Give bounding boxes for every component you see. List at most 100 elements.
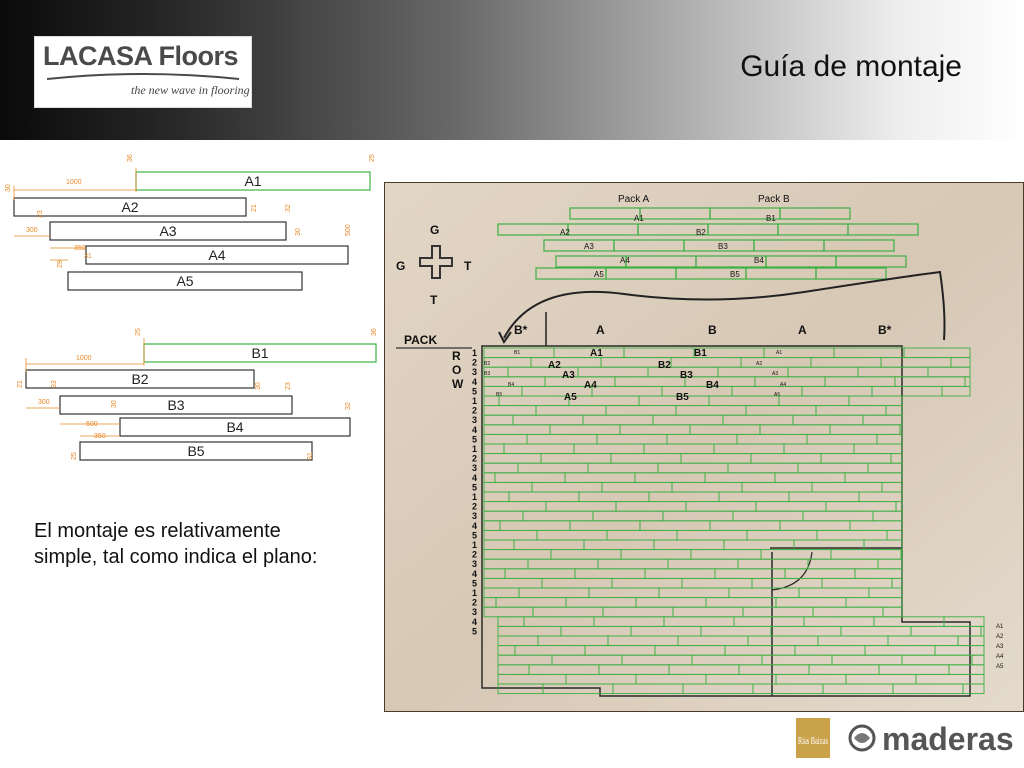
small-plank-label: B3	[484, 371, 490, 377]
row-number: 4	[472, 521, 477, 531]
plank-label: B1	[251, 345, 268, 361]
slide-title: Guía de montaje	[740, 50, 962, 83]
plank-label: A4	[208, 247, 225, 263]
move-arrow	[503, 270, 946, 341]
row-number: 3	[472, 463, 477, 473]
dimension-label: 32	[285, 204, 292, 212]
dimension-label: 23	[285, 382, 292, 390]
row-number: 5	[472, 578, 477, 588]
pack-a-item-label: A3	[584, 242, 594, 251]
small-plank-label: A1	[776, 350, 782, 356]
row-number: 5	[472, 386, 477, 396]
plan-wood-background	[384, 182, 1024, 712]
plank-a5	[67, 271, 303, 291]
monogram-icon	[796, 718, 830, 758]
pack-axis-label: PACK	[404, 333, 437, 347]
row-number: 2	[472, 598, 477, 608]
plank-label: B4	[226, 419, 243, 435]
maderas-footer-logo: Rías Baixas maderas	[796, 718, 1014, 758]
plank-label: A1	[244, 173, 261, 189]
pack-b-item-label: B3	[718, 242, 728, 251]
pack-a-item-label: A4	[620, 256, 630, 265]
first-row-label: B5	[676, 392, 689, 403]
pack-b-label: Pack B	[758, 194, 790, 205]
first-row-label: A4	[584, 380, 597, 391]
row-number: 4	[472, 473, 477, 483]
plank-b5	[79, 441, 313, 461]
dimension-label: 36	[127, 154, 134, 162]
right-row-label: A3	[996, 644, 1004, 650]
dimension-label: 36	[371, 328, 378, 336]
row-number: 5	[472, 434, 477, 444]
row-number: 5	[472, 482, 477, 492]
row-axis-label: W	[452, 377, 464, 391]
dimension-label: 30	[111, 400, 118, 408]
row-number: 4	[472, 569, 477, 579]
dimension-label: 30	[5, 184, 12, 192]
dimension-label: 30	[295, 228, 302, 236]
column-label: B	[708, 323, 717, 337]
dimension-label: 350	[94, 433, 106, 440]
pack-plank	[847, 223, 919, 236]
first-row-label: A2	[548, 360, 561, 371]
dimension-label: 32	[345, 402, 352, 410]
small-plank-label: B5	[496, 392, 502, 398]
monogram-text: Rías Baixas	[798, 735, 828, 747]
body-text: El montaje es relativamente simple, tal …	[34, 520, 318, 568]
dimension-label: 31	[84, 253, 92, 260]
row-number: 3	[472, 607, 477, 617]
small-plank-label: A5	[774, 392, 780, 398]
compass-top-label: G	[430, 223, 439, 237]
small-plank-label: A3	[772, 371, 778, 377]
dimension-label: 25	[71, 452, 78, 460]
row-number: 5	[472, 530, 477, 540]
small-plank-label: B4	[508, 382, 514, 388]
right-row-label: A5	[996, 664, 1004, 670]
pack-plank	[779, 207, 851, 220]
floor-plank	[962, 683, 985, 695]
compass-right-label: T	[464, 259, 472, 273]
dimension-label: 30	[255, 382, 262, 390]
arrow-head-icon	[498, 331, 512, 344]
first-row-label: B2	[658, 360, 671, 371]
plank-label: A5	[176, 273, 193, 289]
dimension-label: 25	[369, 154, 376, 162]
right-row-label: A4	[996, 654, 1004, 660]
row-number: 2	[472, 550, 477, 560]
first-row-label: A3	[562, 370, 575, 381]
first-row-label: A5	[564, 392, 577, 403]
row-axis-label: O	[452, 363, 461, 377]
dimension-label: 350	[74, 245, 86, 252]
rose-petal-icon	[854, 733, 870, 743]
row-number: 1	[472, 588, 477, 598]
column-label: A	[596, 323, 605, 337]
right-row-label: A2	[996, 634, 1004, 640]
small-plank-label: B1	[514, 350, 520, 356]
row-number: 3	[472, 559, 477, 569]
dimension-label: 300	[26, 227, 38, 234]
plank-a4	[85, 245, 349, 265]
row-number: 3	[472, 415, 477, 425]
logo-tagline: the new wave in flooring	[131, 83, 250, 97]
pack-a-label: Pack A	[618, 194, 649, 205]
compass-icon	[419, 245, 453, 279]
plank-label: B3	[167, 397, 184, 413]
row-number: 3	[472, 511, 477, 521]
column-label: A	[798, 323, 807, 337]
compass-bottom-label: T	[430, 293, 438, 307]
pack-a-item-label: A1	[634, 214, 644, 223]
row-number: 1	[472, 348, 477, 358]
small-plank-label: A2	[756, 361, 762, 367]
column-label: B*	[514, 323, 528, 337]
pack-b-item-label: B4	[754, 256, 764, 265]
dimension-label: 300	[38, 399, 50, 406]
row-number: 2	[472, 454, 477, 464]
floor-plank	[941, 385, 971, 397]
row-axis-label: R	[452, 349, 461, 363]
row-number: 2	[472, 406, 477, 416]
row-number: 2	[472, 502, 477, 512]
dimension-label: 23	[37, 210, 44, 218]
small-plank-label: B2	[484, 361, 490, 367]
row-number: 1	[472, 396, 477, 406]
